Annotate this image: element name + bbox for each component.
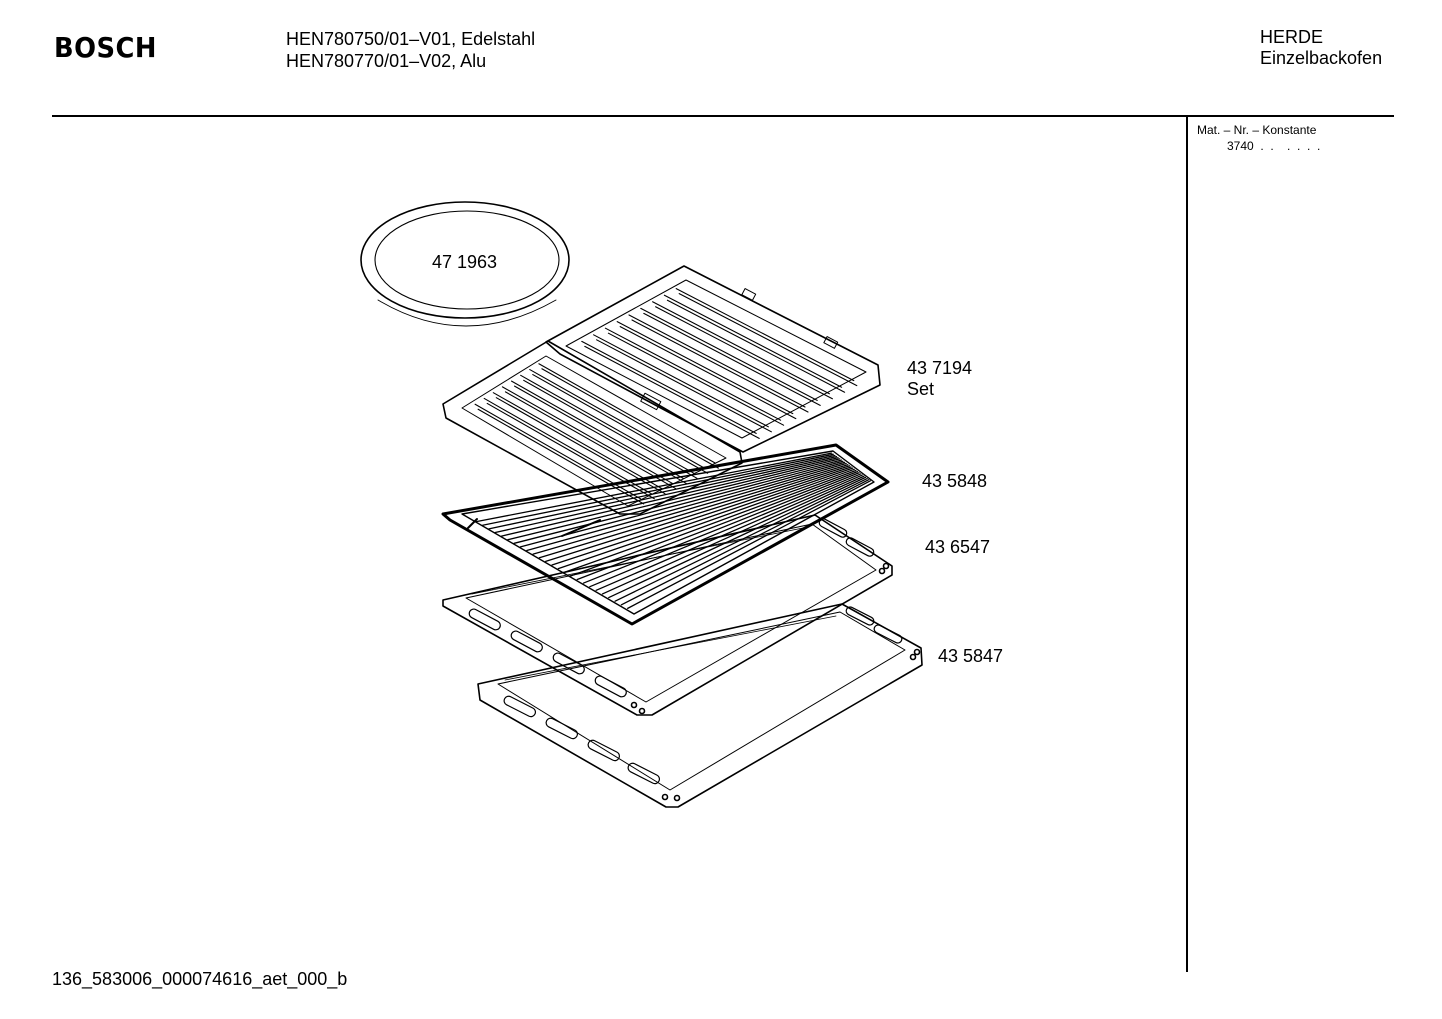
grill-rib (541, 368, 719, 469)
part-number-437194: 43 7194 (907, 358, 973, 378)
grill-rib (607, 332, 785, 426)
part-number-436547: 43 6547 (925, 537, 991, 557)
part-note-set: Set (907, 379, 935, 399)
grill-rib (538, 363, 716, 464)
grill-rib (501, 386, 674, 485)
grill-rib (643, 312, 821, 406)
grill-rib (477, 408, 645, 505)
grill-rib (631, 319, 809, 413)
grill-rib (483, 397, 652, 495)
rack-bar (589, 473, 862, 588)
category-line-2: Einzelbackofen (1260, 48, 1383, 68)
part-number-435847: 43 5847 (938, 646, 1004, 666)
grill-rib (619, 326, 797, 420)
grill-rib (640, 307, 818, 401)
rack-bar (500, 457, 839, 537)
grill-rib (486, 402, 655, 500)
rack-bar (507, 458, 841, 541)
grill-rib (532, 374, 709, 474)
grill-rib (652, 301, 830, 395)
grill-rib (666, 299, 846, 393)
grill-rib (604, 327, 782, 421)
baking-tray-436547 (442, 514, 893, 716)
grill-rib (529, 369, 706, 469)
grill-rib (511, 380, 684, 479)
header-divider (52, 115, 1394, 117)
grill-rib (523, 379, 698, 479)
rack-bar (614, 477, 868, 602)
rack-bar (532, 462, 847, 555)
sidebar-divider (1186, 117, 1188, 972)
grill-rib (675, 288, 855, 382)
rack-bar (595, 474, 863, 591)
rack-bar (576, 470, 859, 581)
grill-rib (581, 340, 757, 434)
grill-rib (663, 294, 843, 388)
rack-bar (601, 475, 865, 595)
grill-rib (474, 403, 642, 500)
part-number-471963: 47 1963 (432, 252, 498, 272)
material-number-label: Mat. – Nr. – Konstante (1197, 123, 1317, 137)
grill-rib (616, 321, 794, 415)
rack-bar (627, 480, 872, 610)
grill-rib (514, 385, 687, 484)
grill-rib (520, 374, 695, 474)
document-code: 136_583006_000074616_aet_000_b (52, 969, 348, 989)
grill-rib (504, 391, 677, 490)
baking-tray-435847 (477, 603, 923, 808)
brand-logo: BOSCH (54, 31, 157, 64)
grill-rib (584, 345, 760, 439)
grill-rib (655, 306, 833, 400)
round-baking-pan-471963 (360, 201, 570, 327)
rack-bar (620, 479, 870, 606)
category-line-1: HERDE (1260, 27, 1324, 47)
rack-bar (608, 476, 867, 599)
model-line-1: HEN780750/01–V01, Edelstahl (286, 29, 536, 49)
rack-bar (513, 459, 842, 544)
rack-bar (545, 465, 851, 563)
rack-bar (551, 466, 852, 566)
grill-rib (593, 334, 769, 428)
grill-rib (628, 314, 806, 408)
grill-insert-set-437194 (442, 265, 881, 515)
grill-rib (596, 339, 772, 433)
rack-bar (526, 461, 846, 552)
rack-bar (570, 469, 857, 577)
grill-rib (678, 293, 858, 387)
rack-bar (557, 467, 854, 570)
rack-bar (538, 464, 849, 559)
grill-rib (492, 392, 663, 490)
rack-bar (582, 472, 860, 584)
part-number-435848: 43 5848 (922, 471, 988, 491)
rack-bar (563, 468, 855, 573)
rack-bar (519, 460, 844, 548)
model-line-2: HEN780770/01–V02, Alu (286, 51, 487, 71)
material-number-value: 3740 . . . . . . (1227, 139, 1321, 153)
rack-bar (494, 455, 838, 534)
grill-rib (495, 397, 666, 495)
